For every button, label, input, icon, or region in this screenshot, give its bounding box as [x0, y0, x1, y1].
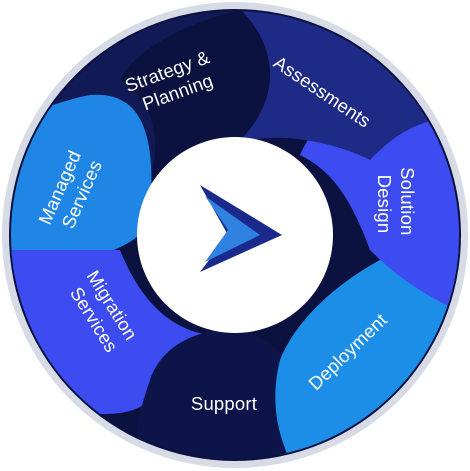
label-support: Support — [191, 393, 257, 414]
double-chevron-right-icon — [200, 185, 282, 272]
label-solution-design: Solution Design — [374, 167, 418, 241]
